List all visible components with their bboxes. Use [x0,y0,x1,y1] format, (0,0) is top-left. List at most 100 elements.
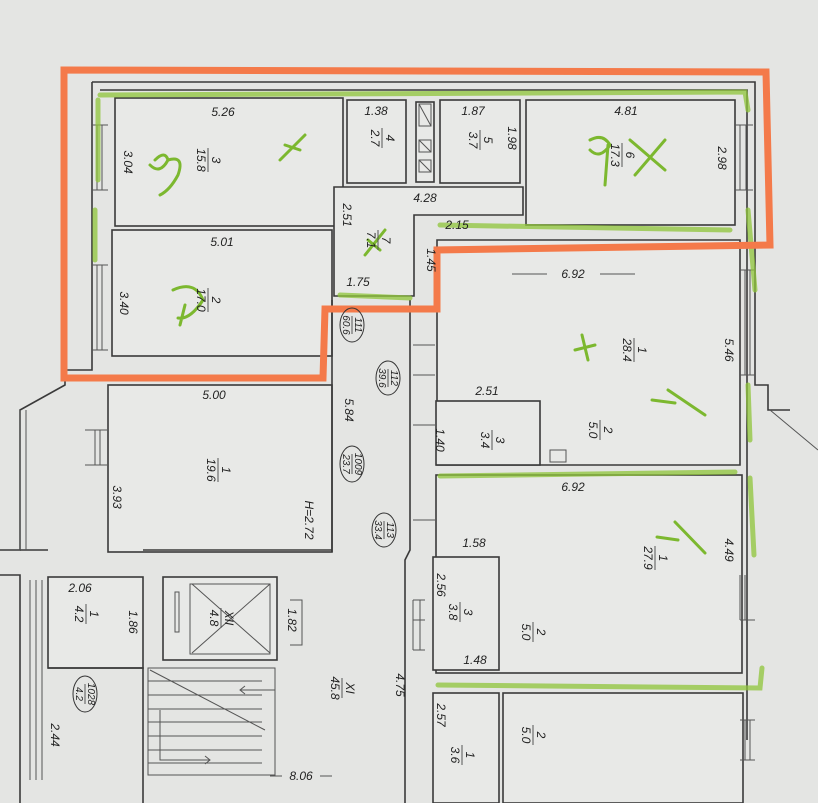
svg-text:39.6: 39.6 [376,368,387,388]
dimension: 5.00 [202,388,226,402]
room-19-6 [107,384,333,553]
svg-text:19.6: 19.6 [204,458,218,482]
dimension: 2.57 [434,702,448,728]
room-label: 25.0 [586,420,615,440]
dimension: 4.81 [614,104,637,118]
dimension: 5.26 [211,105,235,119]
dimension: 2.15 [444,218,469,232]
marker-highlights [92,89,765,691]
svg-text:1: 1 [219,467,233,474]
svg-text:45.8: 45.8 [328,676,342,700]
room-label: 33.8 [446,602,475,622]
svg-text:2: 2 [209,296,223,304]
svg-text:3.8: 3.8 [446,604,460,621]
dimension: 1.45 [424,248,438,272]
handwritten-mark-3 [588,135,667,187]
svg-text:3.6: 3.6 [448,747,462,764]
dimension: 6.92 [561,267,585,281]
dimension: 2.44 [48,722,62,747]
svg-text:1: 1 [656,555,670,562]
dimension: 1.40 [433,428,447,452]
room-3 [114,97,344,227]
number-mark-2 [655,520,707,555]
dimension: 1.75 [346,275,370,289]
check-mark-3 [573,333,597,362]
svg-text:4.2: 4.2 [72,606,86,623]
svg-text:113: 113 [384,522,395,538]
dimension: 1.87 [461,104,486,118]
svg-text:15.8: 15.8 [194,148,208,172]
svg-text:3.7: 3.7 [466,132,480,150]
room-label: 128.4 [620,337,649,362]
room-labels: 315.8 217.0 42.7 53.7 617.3 77.1 128.4 2… [72,128,670,765]
dimension: 2.51 [474,384,498,398]
dimension: 4.49 [722,538,736,562]
room-6 [525,99,736,226]
dimension: 8.06 [289,769,313,783]
svg-text:6: 6 [623,152,637,159]
dimension: 2.56 [434,572,448,597]
room-label: 42.7 [368,128,397,148]
room-2 [111,229,333,357]
room-label: 119.6 [204,458,233,482]
svg-text:3: 3 [461,609,475,616]
dimension: 5.84 [342,398,356,422]
svg-text:111: 111 [352,317,363,332]
number-mark-1 [650,388,707,417]
svg-text:3: 3 [493,437,507,444]
dimension: 2.51 [340,202,354,226]
room-label: 127.9 [641,545,670,570]
svg-text:4.8: 4.8 [207,610,221,627]
dimension: 1.48 [463,653,487,667]
staircase [29,580,276,780]
room-5-0-bottom [502,692,744,803]
svg-text:5.0: 5.0 [586,422,600,439]
dimension: 1.98 [505,126,519,150]
room-label: 25.0 [519,622,548,642]
dimension: 1.58 [462,536,486,550]
svg-text:23.7: 23.7 [340,453,351,474]
svg-text:7: 7 [379,237,393,245]
svg-text:28.4: 28.4 [620,337,634,362]
svg-text:1: 1 [635,347,649,354]
svg-text:4: 4 [383,135,397,142]
room-3-8 [432,556,500,671]
dimension: 1.86 [126,610,140,634]
svg-text:27.9: 27.9 [641,545,655,570]
svg-text:1: 1 [87,611,101,618]
room-3-4 [435,400,541,466]
room-label: 217.0 [194,288,223,312]
svg-text:2: 2 [601,426,615,434]
svg-text:112: 112 [388,370,399,386]
dimension: 1.38 [364,104,388,118]
room-label: 25.0 [519,725,548,745]
svg-text:XI: XI [343,681,357,694]
room-label: 13.6 [448,745,477,765]
svg-text:3.4: 3.4 [478,432,492,449]
svg-text:2.7: 2.7 [368,129,382,148]
svg-text:2: 2 [534,731,548,739]
dimension: 4.28 [413,191,437,205]
svg-text:5.0: 5.0 [519,624,533,641]
dimension: 3.40 [117,291,131,315]
room-label: 617.3 [608,143,637,167]
handwritten-mark-2 [171,285,205,327]
dimension: 2.98 [715,145,729,170]
dimension: 3.04 [121,150,135,174]
svg-text:7.1: 7.1 [364,232,378,249]
svg-text:XII: XII [222,610,236,626]
svg-text:3: 3 [209,157,223,164]
svg-text:4.2: 4.2 [73,687,84,701]
svg-text:5: 5 [481,137,495,144]
dimension: 2.06 [67,581,92,595]
handwritten-mark-1 [148,153,182,197]
room-label: 14.2 [72,604,101,624]
elevator [162,576,278,661]
svg-text:33.4: 33.4 [372,520,383,540]
